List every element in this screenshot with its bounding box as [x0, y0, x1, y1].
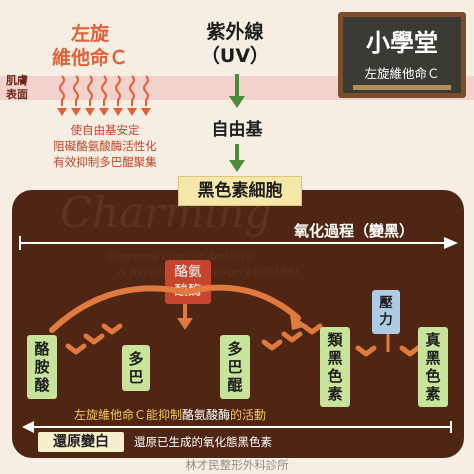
- pressure-arrows: [355, 334, 421, 357]
- board-subtitle: 左旋維他命Ｃ: [364, 66, 440, 81]
- melanocyte-label: 黑色素細胞: [178, 176, 302, 206]
- chalkboard: 小學堂 左旋維他命Ｃ: [338, 12, 466, 98]
- vitamin-c-title: 左旋 維他命Ｃ: [40, 22, 140, 70]
- vitamin-c-title-line2: 維他命Ｃ: [51, 47, 128, 69]
- watermark-subtext-1: Charming Clinic of Aesthetic: [108, 252, 255, 263]
- effect-stabilize-radicals: 使自由基安定: [70, 123, 140, 137]
- effect-block-tyrosinase: 阻礙酪氨酸酶活性化: [53, 139, 157, 153]
- stage-pheomelanin: 類黑色素: [320, 327, 350, 407]
- inhibition-highlight: 酪氨酸酶: [182, 408, 231, 422]
- free-radical-label: 自由基: [211, 120, 263, 140]
- wavy-arrow-4: [101, 75, 107, 106]
- inhibition-prefix: 左旋維他命Ｃ能抑制: [74, 408, 183, 422]
- oxidation-label: 氧化過程（變黑）: [294, 222, 415, 240]
- arc-dopa-dopaquinone: [182, 284, 301, 321]
- wavy-arrow-2: [73, 75, 79, 106]
- radical-down-arrow: [229, 144, 245, 172]
- stage-dopa-label: 多巴: [128, 350, 144, 386]
- stage-tyrosine: 酪胺酸: [27, 335, 57, 399]
- wavy-arrow-5: [115, 75, 121, 106]
- skin-label-line2: 表面: [6, 88, 28, 101]
- effect-inhibit-dopaquinone: 有效抑制多巴醌聚集: [53, 155, 157, 169]
- vitamin-c-title-line1: 左旋: [70, 23, 109, 45]
- stage-dopaquinone: 多巴醌: [220, 335, 250, 399]
- stage-dopa: 多巴: [122, 345, 150, 391]
- uv-label-line2: （UV）: [200, 45, 270, 67]
- stage-tyrosine-label: 酪胺酸: [34, 340, 50, 394]
- arc-tyrosine-dopa: [49, 285, 188, 333]
- stage-pheomelanin-label: 類黑色素: [327, 331, 343, 403]
- pressure-label: 壓力: [379, 295, 393, 328]
- vitamin-c-effects: 使自由基安定 阻礙酪氨酸酶活性化 有效抑制多巴醌聚集: [30, 122, 180, 170]
- chevrons-2: [261, 323, 323, 351]
- stage-eumelanin: 真黑色素: [418, 327, 448, 407]
- inhibition-text: 左旋維他命Ｃ能抑制酪氨酸酶的活動: [74, 406, 266, 423]
- oxidation-arrow: [19, 236, 458, 250]
- uv-down-arrow: [229, 74, 245, 108]
- inhibition-suffix: 的活動: [230, 408, 267, 422]
- wavy-arrow-6: [129, 75, 135, 106]
- pressure-box: 壓力: [372, 290, 400, 334]
- reduction-description: 還原已生成的氧化態黑色素: [134, 435, 272, 449]
- board-chalk-tray: [353, 85, 451, 90]
- uv-label-line1: 紫外線: [206, 21, 264, 43]
- stage-dopaquinone-label: 多巴醌: [227, 340, 243, 394]
- reduction-arrow: [22, 421, 452, 433]
- wavy-arrow-7: [143, 75, 149, 106]
- board-title: 小學堂: [366, 29, 438, 57]
- skin-label-line1: 肌膚: [6, 74, 28, 87]
- wavy-arrow-3: [87, 75, 93, 106]
- enzyme-line1: 酪氨: [174, 264, 202, 280]
- vitamin-c-wavy-arrows: [57, 75, 151, 116]
- clinic-footer: 林才民整形外科診所: [185, 458, 289, 472]
- chevrons-1: [65, 323, 123, 355]
- stage-eumelanin-label: 真黑色素: [425, 331, 441, 403]
- wavy-arrow-1: [59, 75, 65, 106]
- reduction-label: 還原變白: [38, 432, 124, 452]
- skin-surface-label: 肌膚 表面: [6, 74, 28, 102]
- uv-label: 紫外線 （UV）: [180, 20, 290, 68]
